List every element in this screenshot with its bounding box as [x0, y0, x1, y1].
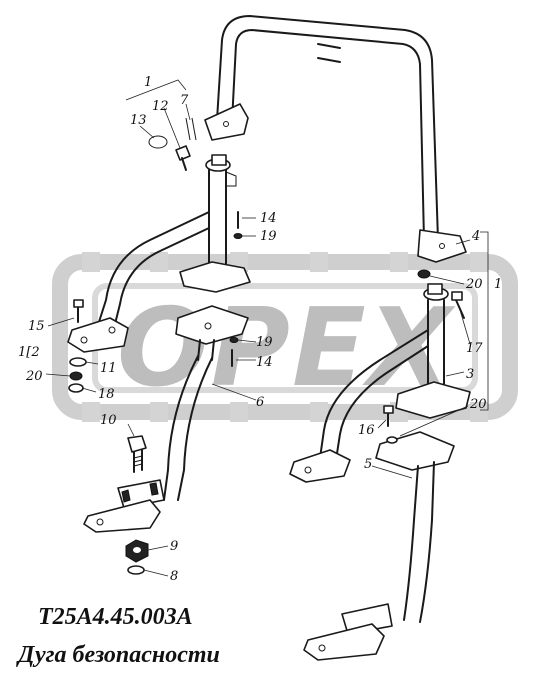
nut-20-left — [69, 371, 83, 381]
roll-bar-arch — [204, 15, 467, 263]
bolt-10 — [127, 435, 147, 453]
callout-14-top: 14 — [260, 211, 277, 226]
callout-9: 9 — [170, 539, 178, 554]
callout-1-right: 1 — [494, 277, 502, 292]
washer-18 — [68, 383, 84, 393]
callout-12: 12 — [152, 99, 169, 114]
left-post-base-plate — [179, 261, 251, 293]
right-post-assembly — [289, 283, 471, 661]
callout-14-mid: 14 — [256, 355, 273, 370]
callout-3: 3 — [466, 367, 474, 382]
spring-pin-7 — [185, 117, 197, 141]
title-block: Т25А4.45.003А Дуга безопасности — [16, 604, 220, 668]
right-mid-mount-plate — [289, 449, 351, 483]
callout-20-mid: 20 — [469, 397, 487, 412]
pin-12 — [175, 145, 191, 161]
callout-7: 7 — [180, 93, 189, 108]
callout-10: 10 — [100, 413, 117, 428]
arch-right-flange — [417, 229, 467, 263]
callout-1-left: 1[2 — [18, 345, 40, 360]
callout-16: 16 — [358, 423, 375, 438]
left-foot-plate — [83, 499, 161, 533]
center-bracket-assembly — [83, 305, 249, 533]
callout-19-top: 19 — [260, 229, 277, 244]
callout-8: 8 — [170, 569, 178, 584]
callout-20-right: 20 — [465, 277, 483, 292]
center-top-plate — [175, 305, 249, 345]
callout-1-top: 1 — [144, 75, 152, 90]
drawing-title: Дуга безопасности — [16, 642, 220, 668]
callout-18: 18 — [98, 387, 115, 402]
washer-8 — [127, 565, 145, 575]
lower-left-mount-plate — [67, 317, 129, 353]
nut-20-right — [417, 269, 431, 279]
ring-13 — [148, 135, 168, 149]
callout-11: 11 — [100, 361, 117, 376]
callout-4: 4 — [471, 229, 480, 244]
callout-19-mid: 19 — [256, 335, 273, 350]
callout-13: 13 — [130, 113, 147, 128]
drawing-code: Т25А4.45.003А — [38, 604, 193, 630]
callout-15: 15 — [28, 319, 45, 334]
callout-5: 5 — [364, 457, 372, 472]
right-foot-plate — [303, 623, 385, 661]
callout-17: 17 — [466, 341, 483, 356]
right-post-base-plate — [395, 381, 471, 419]
leader-lines — [45, 79, 489, 577]
washer-11 — [69, 357, 87, 367]
right-foot-clamp — [341, 603, 393, 635]
callout-labels: 1 12 13 7 14 19 4 20 1 17 3 20 16 5 15 1… — [18, 75, 502, 584]
left-post-assembly — [67, 154, 251, 353]
callout-20-left: 20 — [25, 369, 43, 384]
callout-6: 6 — [256, 395, 264, 410]
